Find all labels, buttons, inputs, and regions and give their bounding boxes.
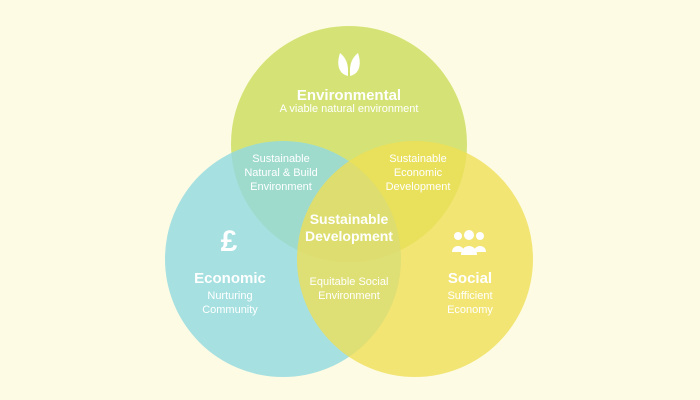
environmental-title: Environmental (296, 87, 402, 104)
center-title-line1: Sustainable (309, 211, 389, 227)
overlap-econ-social-line1: Equitable Social (309, 276, 389, 288)
overlap-env-social-line1: Sustainable (389, 153, 447, 165)
environmental-subtitle: A viable natural environment (279, 103, 419, 115)
overlap-env-social-line3: Development (385, 181, 451, 193)
center-title-line2: Development (305, 228, 393, 244)
economic-title: Economic (194, 270, 266, 287)
social-title: Social (447, 270, 493, 287)
overlap-env-econ-line1: Sustainable (252, 153, 310, 165)
overlap-env-social-line2: Economic (393, 167, 443, 179)
overlap-econ-social-line2: Environment (318, 290, 380, 302)
social-subtitle-line1: Sufficient (447, 290, 493, 302)
people-icon (451, 228, 487, 256)
social-circle (297, 141, 533, 377)
overlap-env-econ-line3: Environment (250, 181, 312, 193)
leaf-icon (333, 47, 365, 79)
social-subtitle-line2: Economy (447, 304, 493, 316)
economic-subtitle-line2: Community (202, 304, 258, 316)
economic-subtitle-line1: Nurturing (207, 290, 253, 302)
overlap-env-econ-line2: Natural & Build (244, 167, 318, 179)
pound-icon: £ (220, 225, 238, 258)
